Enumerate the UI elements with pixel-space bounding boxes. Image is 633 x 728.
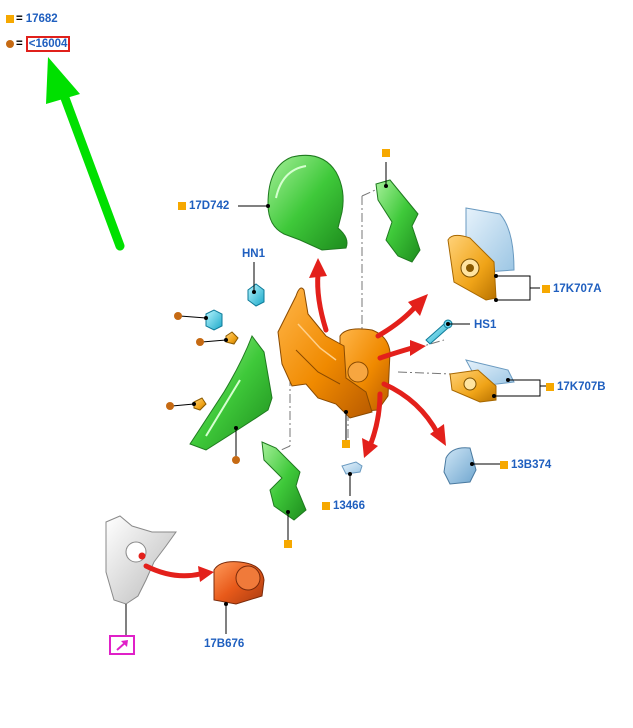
mirror-glass-b[interactable] xyxy=(449,359,515,403)
mirror-base-housing[interactable] xyxy=(105,515,177,605)
red-movement-arrows xyxy=(143,271,441,579)
marker-dot-cover xyxy=(232,456,240,464)
label-17d742[interactable]: 17D742 xyxy=(178,199,229,213)
label-17k707a[interactable]: 17K707A xyxy=(542,282,602,296)
green-pointer-arrow xyxy=(46,57,125,251)
label-hn1[interactable]: HN1 xyxy=(242,248,266,260)
small-clip-lower[interactable] xyxy=(193,397,207,411)
label-marker xyxy=(178,201,186,210)
label-text: 17K707A xyxy=(553,283,602,295)
legend-eq: = xyxy=(16,38,23,50)
mirror-glass-a[interactable] xyxy=(447,207,515,301)
label-text: 13466 xyxy=(333,500,365,512)
legend-dot-ref-link[interactable]: <16004 xyxy=(25,36,71,52)
marker-square-lower-bracket xyxy=(284,540,292,548)
label-text: 17D742 xyxy=(189,200,230,212)
label-marker xyxy=(500,460,508,469)
label-17b676[interactable]: 17B676 xyxy=(204,638,245,650)
side-lamp[interactable] xyxy=(443,447,477,485)
hn1-nut[interactable] xyxy=(247,283,265,307)
square-markers xyxy=(284,149,390,548)
label-text: 17K707B xyxy=(557,381,606,393)
legend-square-marker xyxy=(6,14,14,23)
pivot-bolt[interactable] xyxy=(205,309,223,331)
label-marker xyxy=(542,284,550,293)
marker-square-upper-bracket xyxy=(382,149,390,157)
mirror-frame-bracket[interactable] xyxy=(277,287,373,419)
legend-dot-prefix: < xyxy=(28,38,36,50)
small-clip-upper[interactable] xyxy=(225,331,239,345)
label-13b374[interactable]: 13B374 xyxy=(500,458,551,472)
dot-markers xyxy=(166,312,240,464)
marker-dot-bolt xyxy=(174,312,182,320)
label-17k707b[interactable]: 17K707B xyxy=(546,380,606,394)
marker-dot-clip-lower xyxy=(166,402,174,410)
label-hs1[interactable]: HS1 xyxy=(474,319,497,331)
upper-trim-bracket[interactable] xyxy=(375,179,421,263)
label-marker xyxy=(546,382,554,391)
label-text: 13B374 xyxy=(511,459,552,471)
mirror-cover-part[interactable] xyxy=(267,154,348,251)
arrow-up-right-icon xyxy=(116,640,128,651)
mirror-lower-cover[interactable] xyxy=(189,334,273,451)
marker-dot-clip-upper xyxy=(196,338,204,346)
red-arrow-heads xyxy=(198,258,446,582)
legend-dot-ref: 16004 xyxy=(35,38,68,50)
power-fold-motor[interactable] xyxy=(213,561,265,605)
legend-dot-row: =<16004 xyxy=(6,36,71,52)
assembly-axis-lines xyxy=(271,185,453,455)
leader-endpoints xyxy=(192,184,510,606)
legend-dot-marker xyxy=(6,39,14,48)
label-marker xyxy=(322,501,330,510)
legend-square-ref-link[interactable]: 17682 xyxy=(25,13,58,25)
leader-lines xyxy=(125,162,548,636)
info-link-button[interactable] xyxy=(109,635,135,655)
lower-trim-bracket[interactable] xyxy=(261,441,307,521)
label-13466[interactable]: 13466 xyxy=(322,499,365,513)
legend-square-row: =17682 xyxy=(6,12,58,26)
legend-eq: = xyxy=(16,13,23,25)
clip-13466[interactable] xyxy=(341,461,363,475)
marker-square-actuator xyxy=(342,440,350,448)
